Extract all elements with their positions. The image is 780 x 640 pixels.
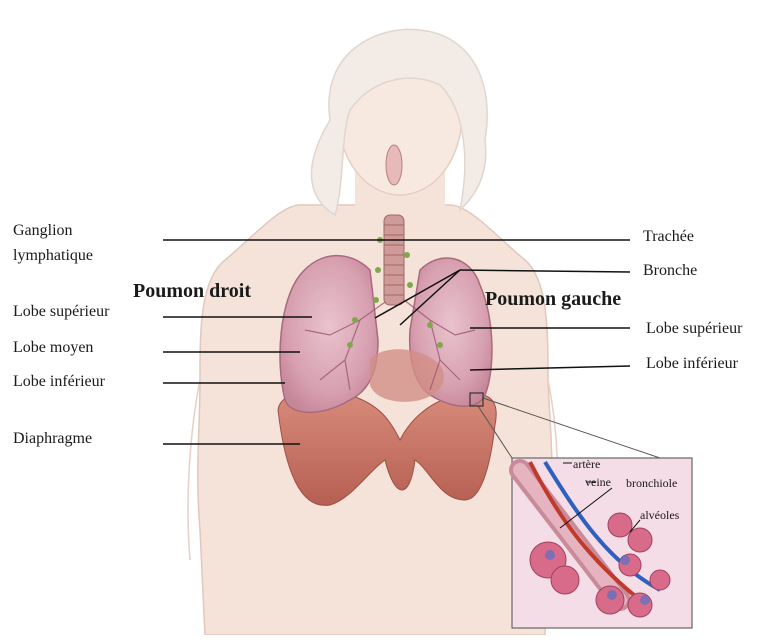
- heading-poumon-gauche: Poumon gauche: [485, 288, 621, 311]
- label-ganglion-line2: lymphatique: [13, 245, 93, 267]
- inset-label-artere: artère: [573, 457, 600, 471]
- label-ganglion-line1: Ganglion: [13, 220, 73, 242]
- inset-label-veine: veine: [585, 475, 611, 489]
- label-diaphragme: Diaphragme: [13, 428, 92, 450]
- label-lobe-superieur-left: Lobe supérieur: [646, 318, 742, 340]
- label-lobe-moyen: Lobe moyen: [13, 337, 93, 359]
- label-trachee: Trachée: [643, 226, 694, 248]
- inset-label-alveoles: alvéoles: [640, 508, 679, 522]
- label-lobe-inferieur-left: Lobe inférieur: [646, 353, 738, 375]
- heading-poumon-droit: Poumon droit: [133, 280, 251, 303]
- inset-label-bronchiole: bronchiole: [626, 476, 677, 490]
- label-bronche: Bronche: [643, 260, 697, 282]
- label-lobe-superieur-right: Lobe supérieur: [13, 301, 109, 323]
- trachea-shape: [384, 145, 404, 305]
- label-lobe-inferieur-right: Lobe inférieur: [13, 371, 105, 393]
